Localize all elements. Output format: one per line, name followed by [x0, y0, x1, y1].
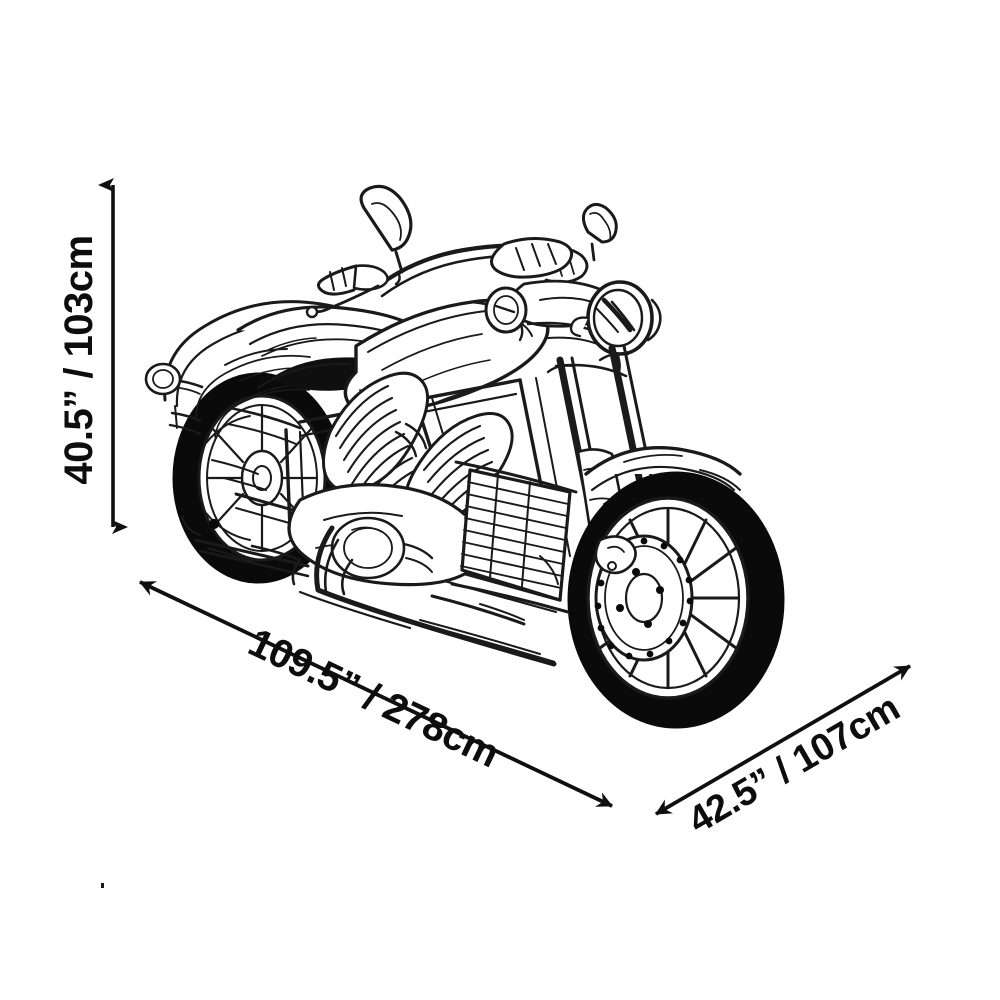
instrument-cluster [490, 237, 574, 279]
height-dimension-label: 40.5” / 103cm [57, 235, 101, 484]
rear-frame-bracket [168, 405, 202, 436]
front-turn-signal [484, 286, 528, 334]
radiator-grille [450, 460, 578, 614]
length-dimension-arrow [139, 580, 613, 808]
width-dimension-arrow [655, 664, 911, 816]
brake-caliper [594, 535, 637, 575]
round-headlight [569, 280, 662, 380]
stray-mark [101, 883, 104, 888]
rear-turn-signal [144, 362, 204, 396]
handlebar-mirrors [359, 184, 618, 286]
motorcycle-illustration [144, 184, 785, 729]
radiator-fins [460, 481, 569, 589]
